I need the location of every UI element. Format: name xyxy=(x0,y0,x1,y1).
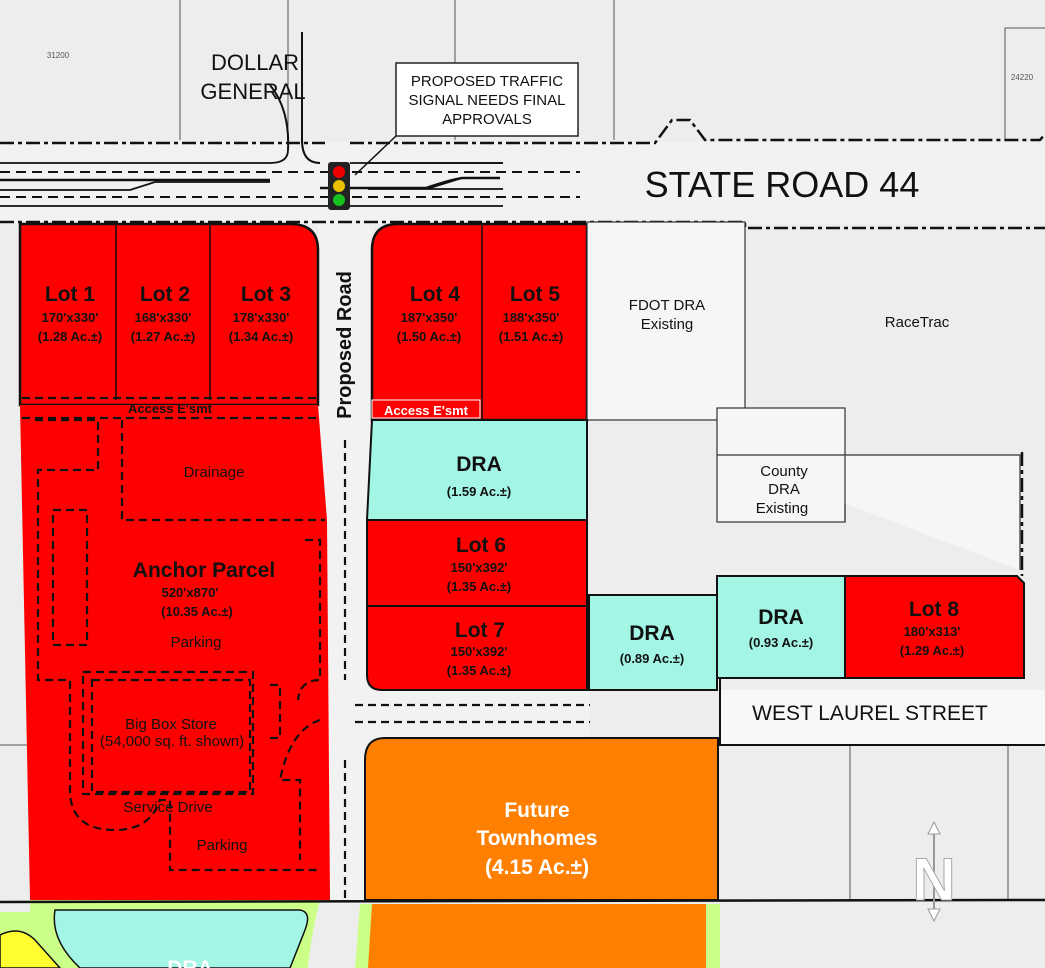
county-dra-label-2: DRA xyxy=(768,481,800,498)
fdot-dra-label-2: Existing xyxy=(641,316,694,333)
traffic-light-icon xyxy=(328,162,350,210)
dra-parcel-2[interactable] xyxy=(588,594,718,691)
parcel-id-left: 31200 xyxy=(47,51,70,60)
service-drive-label: Service Drive xyxy=(123,799,212,816)
state-road-44-label: STATE ROAD 44 xyxy=(645,164,920,205)
lot-3-area: (1.34 Ac.±) xyxy=(229,329,293,344)
dra-3-area: (0.93 Ac.±) xyxy=(749,635,813,650)
big-box-store-label: Big Box Store xyxy=(125,716,217,733)
anchor-parcel[interactable] xyxy=(20,405,330,900)
dra-1-area: (1.59 Ac.±) xyxy=(447,484,511,499)
north-arrow-icon: N xyxy=(912,820,956,923)
anchor-parcel-title: Anchor Parcel xyxy=(133,559,275,582)
dra-1-label: DRA xyxy=(456,453,502,476)
dra-3-label: DRA xyxy=(758,606,804,629)
lot-5-label: Lot 5 xyxy=(510,283,560,306)
existing-parcels xyxy=(586,221,1021,570)
lot-4-area: (1.50 Ac.±) xyxy=(397,329,461,344)
road-center-dashes xyxy=(343,440,590,900)
bottom-parcels xyxy=(0,898,1045,968)
lot-4-label: Lot 4 xyxy=(410,283,460,306)
dollar-general-label: DOLLAR xyxy=(211,50,299,75)
racetrac-label: RaceTrac xyxy=(885,314,950,331)
dra-parcel-3[interactable] xyxy=(716,575,846,679)
county-dra-label-3: Existing xyxy=(756,500,809,517)
lot-1-dims: 170'x330' xyxy=(42,310,99,325)
lot-2-area: (1.27 Ac.±) xyxy=(131,329,195,344)
parking-label-2: Parking xyxy=(197,837,248,854)
street-edge xyxy=(719,678,1045,746)
lot-7-dims: 150'x392' xyxy=(451,644,508,659)
north-arrow-letter: N xyxy=(912,846,955,913)
lot-4-dims: 187'x350' xyxy=(401,310,458,325)
townhomes-label-1: Future xyxy=(504,799,569,822)
dra-2-label: DRA xyxy=(629,622,675,645)
lot-8-label: Lot 8 xyxy=(909,598,959,621)
callout-line-3: APPROVALS xyxy=(442,111,532,128)
lot-1-label: Lot 1 xyxy=(45,283,95,306)
lot-5-area: (1.51 Ac.±) xyxy=(499,329,563,344)
west-laurel-street xyxy=(720,690,1045,745)
proposed-road-label: Proposed Road xyxy=(334,271,356,419)
lot-7-parcel[interactable] xyxy=(366,605,588,691)
anchor-site-layout xyxy=(35,418,325,872)
county-dra-label: County xyxy=(760,463,808,480)
callout-line-1: PROPOSED TRAFFIC xyxy=(411,73,563,90)
access-easement-lines xyxy=(22,396,316,420)
lot-7-area: (1.35 Ac.±) xyxy=(447,663,511,678)
dra-2-area: (0.89 Ac.±) xyxy=(620,651,684,666)
lots-1-3[interactable] xyxy=(18,222,320,407)
lot-8-dims: 180'x313' xyxy=(904,624,961,639)
big-box-store-note: (54,000 sq. ft. shown) xyxy=(100,733,244,750)
lot-3-label: Lot 3 xyxy=(241,283,291,306)
access-easement-label-right: Access E'smt xyxy=(384,403,469,418)
drainage-label: Drainage xyxy=(184,464,245,481)
lot-labels: Lot 1 170'x330' (1.28 Ac.±) Lot 2 168'x3… xyxy=(38,283,964,678)
townhomes-area: (4.15 Ac.±) xyxy=(485,856,589,879)
lot-6-dims: 150'x392' xyxy=(451,560,508,575)
townhomes-label-2: Townhomes xyxy=(477,827,598,850)
parking-label-1: Parking xyxy=(171,634,222,651)
west-laurel-label: WEST LAUREL STREET xyxy=(752,702,988,725)
lot-7-label: Lot 7 xyxy=(455,619,505,642)
dra-label-4: DRA xyxy=(167,957,213,968)
traffic-signal-callout: PROPOSED TRAFFIC SIGNAL NEEDS FINAL APPR… xyxy=(354,62,579,176)
anchor-parcel-dims: 520'x870' xyxy=(162,585,219,600)
lot-5-dims: 188'x350' xyxy=(503,310,560,325)
fdot-dra-label: FDOT DRA xyxy=(629,297,705,314)
access-easement-label-left: Access E'smt xyxy=(128,401,213,416)
lot-8-area: (1.29 Ac.±) xyxy=(900,643,964,658)
lot-3-dims: 178'x330' xyxy=(233,310,290,325)
lot-2-label: Lot 2 xyxy=(140,283,190,306)
road-intersection xyxy=(330,690,590,738)
lot-8-parcel[interactable] xyxy=(844,575,1025,679)
state-road-44 xyxy=(0,32,1045,230)
anchor-parcel-area: (10.35 Ac.±) xyxy=(161,604,233,619)
lot-6-label: Lot 6 xyxy=(456,534,506,557)
parcel-id-right: 24220 xyxy=(1011,73,1034,82)
lot-2-dims: 168'x330' xyxy=(135,310,192,325)
callout-line-2: SIGNAL NEEDS FINAL xyxy=(409,92,566,109)
dollar-general-label-2: GENERAL xyxy=(200,79,305,104)
lot-6-area: (1.35 Ac.±) xyxy=(447,579,511,594)
lot-1-area: (1.28 Ac.±) xyxy=(38,329,102,344)
